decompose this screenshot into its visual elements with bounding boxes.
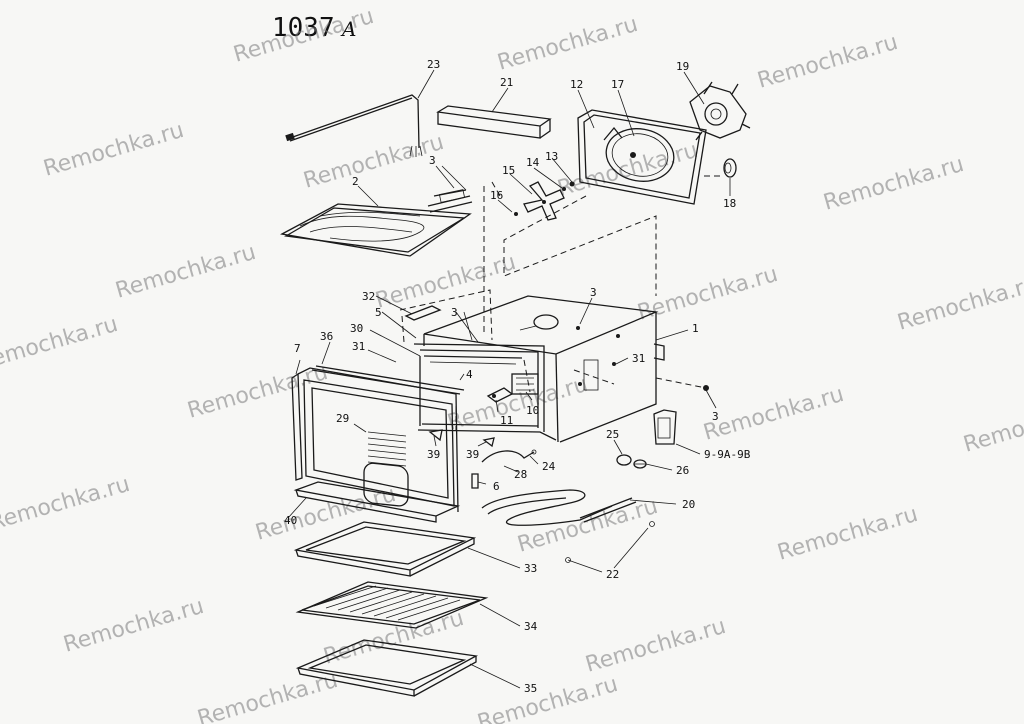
leader-lines (287, 69, 731, 689)
watermark-text: Remochka.ru (515, 494, 661, 558)
part-1-oven-cavity (423, 295, 709, 443)
callout-23: 23 (427, 58, 440, 71)
callout-31: 31 (352, 340, 365, 353)
watermark-text: Remochka.ru (0, 472, 133, 536)
watermark-text: Remochka.ru (821, 152, 967, 216)
watermark-text: Remochka.ru (701, 382, 847, 446)
watermark-text: Remochka.ru (0, 312, 121, 376)
callout-30: 30 (350, 322, 363, 335)
callout-19: 19 (676, 60, 689, 73)
assembly-guide-lines (399, 175, 720, 430)
callout-29: 29 (336, 412, 349, 425)
watermark-text: Remochka.ru (775, 502, 921, 566)
callout-28: 28 (514, 468, 527, 481)
part-10-thermostat (511, 373, 539, 395)
callout-3: 3 (451, 306, 458, 319)
callout-6: 6 (493, 480, 500, 493)
callout-17: 17 (611, 78, 624, 91)
callout-3: 3 (712, 410, 719, 423)
part-12-fan-panel (577, 109, 707, 205)
part-11-connector (486, 387, 514, 403)
part-2-grill-element (280, 189, 473, 257)
callout-7: 7 (294, 342, 301, 355)
part-door-assembly (291, 365, 465, 513)
callout-15: 15 (502, 164, 515, 177)
callout-16: 16 (490, 189, 503, 202)
callout-21: 21 (500, 76, 513, 89)
watermark-text: Remochka.ru (555, 138, 701, 202)
callout-4: 4 (466, 368, 473, 381)
watermark-text: Remochka.ru (373, 250, 519, 314)
callout-39: 39 (466, 448, 479, 461)
callout-31: 31 (632, 352, 645, 365)
part-39-clips (428, 429, 495, 448)
callout-34: 34 (524, 620, 538, 633)
part-20-bottom-heater (481, 489, 637, 526)
part-22-screws (565, 521, 655, 563)
callout-labels: 23 21 12 17 19 18 13 14 15 16 3 2 32 3 3… (284, 58, 751, 695)
part-23-probe-wire (285, 94, 423, 157)
watermark-text: Remochka.ru (301, 130, 447, 194)
part-32-bracket (404, 305, 442, 321)
part-25-26-knob-parts (616, 454, 647, 469)
callout-36: 36 (320, 330, 333, 343)
watermark-text: Remochka.ru (583, 614, 729, 678)
callout-12: 12 (570, 78, 583, 91)
callout-2: 2 (352, 175, 359, 188)
callout-9-9A-9B: 9-9A-9B (704, 448, 751, 461)
watermark-text: Remochka.ru (195, 668, 341, 724)
callout-22: 22 (606, 568, 619, 581)
callout-32: 32 (362, 290, 375, 303)
watermark-text: Remochka.ru (495, 12, 641, 76)
callout-24: 24 (542, 460, 556, 473)
part-13-14-16-nuts (514, 181, 575, 216)
callout-25: 25 (606, 428, 619, 441)
part-34-wire-rack (295, 581, 489, 629)
part-19-fan-motor (689, 81, 751, 141)
watermark-text: Remochka.ru (41, 118, 187, 182)
callout-18: 18 (723, 197, 736, 210)
callout-26: 26 (676, 464, 689, 477)
diagram-number: 1037 (272, 13, 335, 43)
watermark-text: Remochka.ru (961, 394, 1024, 458)
part-15-fan-blade (523, 181, 565, 221)
callout-10: 10 (526, 404, 539, 417)
watermark-text: Remochka.ru (185, 360, 331, 424)
part-21-channel-bar (436, 105, 552, 139)
part-40-bottom-plate (293, 481, 461, 523)
callout-1: 1 (692, 322, 699, 335)
watermark-text: Remochka.ru (475, 672, 621, 724)
part-35-base-tray (295, 639, 479, 697)
callout-11: 11 (500, 414, 513, 427)
callout-5: 5 (375, 306, 382, 319)
part-33-baking-tray (293, 521, 477, 577)
callout-3: 3 (590, 286, 597, 299)
watermark-text: Remochka.ru (113, 240, 259, 304)
callout-33: 33 (524, 562, 537, 575)
diagram-title: 1037 A (272, 13, 356, 43)
diagram-suffix: A (340, 17, 356, 41)
watermark-text: Remochka.ru (755, 30, 901, 94)
callout-39: 39 (427, 448, 440, 461)
part-5-30-frame-rails (413, 343, 557, 441)
callout-13: 13 (545, 150, 558, 163)
callout-40: 40 (284, 514, 297, 527)
callout-14: 14 (526, 156, 540, 169)
watermark-text: Remochka.ru (895, 272, 1024, 336)
part-18-washer (723, 158, 737, 178)
part-9-switch (653, 409, 677, 445)
callout-3: 3 (429, 154, 436, 167)
part-24-28-wiring (471, 449, 537, 489)
callout-20: 20 (682, 498, 695, 511)
callout-35: 35 (524, 682, 537, 695)
watermark-text: Remochka.ru (61, 594, 207, 658)
